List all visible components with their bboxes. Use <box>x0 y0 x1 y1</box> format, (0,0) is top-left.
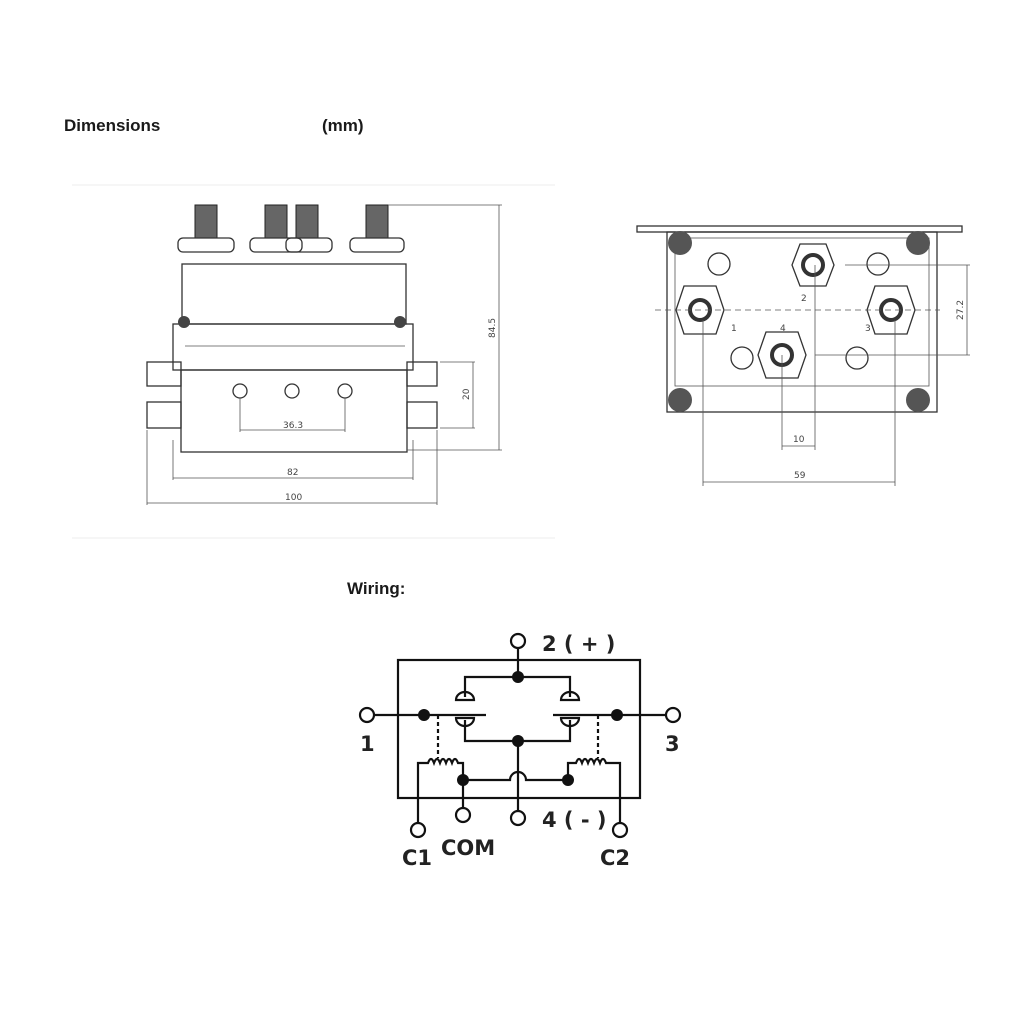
dim-vertical-offset: 27.2 <box>956 300 966 320</box>
unit-label: (mm) <box>322 116 364 135</box>
terminal-label-4: 4 <box>780 324 786 334</box>
dim-hole-spacing: 36.3 <box>283 421 303 431</box>
wiring-diagram: 2 ( + ) 4 ( - ) 1 3 C1 COM C2 <box>358 632 682 870</box>
terminal-studs <box>177 204 405 253</box>
corner-screws <box>668 231 930 412</box>
terminal-circles <box>358 632 682 839</box>
label-t1: 1 <box>360 732 375 756</box>
terminal-nuts <box>675 243 916 379</box>
mounting-tabs <box>232 383 353 399</box>
terminal-label-3: 3 <box>865 324 871 334</box>
label-t4: 4 ( - ) <box>542 808 606 832</box>
dim-total-width: 100 <box>285 493 302 503</box>
label-t2: 2 ( + ) <box>542 632 615 656</box>
label-t3: 3 <box>665 732 680 756</box>
dimensions-heading: Dimensions <box>64 116 161 135</box>
dim-height: 84.5 <box>488 318 498 338</box>
junction-dots <box>418 671 623 786</box>
dim-terminal-spacing: 59 <box>794 471 806 481</box>
dim-mount-height: 20 <box>462 388 472 400</box>
label-c2: C2 <box>600 846 630 870</box>
dim-body-width: 82 <box>287 468 298 478</box>
wiring-heading: Wiring: <box>347 579 406 598</box>
label-com: COM <box>441 836 495 860</box>
side-view-drawing: 36.3 82 100 20 84.5 <box>146 204 502 505</box>
top-view-drawing: 1 2 3 4 27.2 10 59 <box>636 225 970 486</box>
label-c1: C1 <box>402 846 432 870</box>
small-screws <box>707 252 890 370</box>
dim-offset: 10 <box>793 435 805 445</box>
terminal-label-2: 2 <box>801 294 807 304</box>
terminal-label-1: 1 <box>731 324 737 334</box>
